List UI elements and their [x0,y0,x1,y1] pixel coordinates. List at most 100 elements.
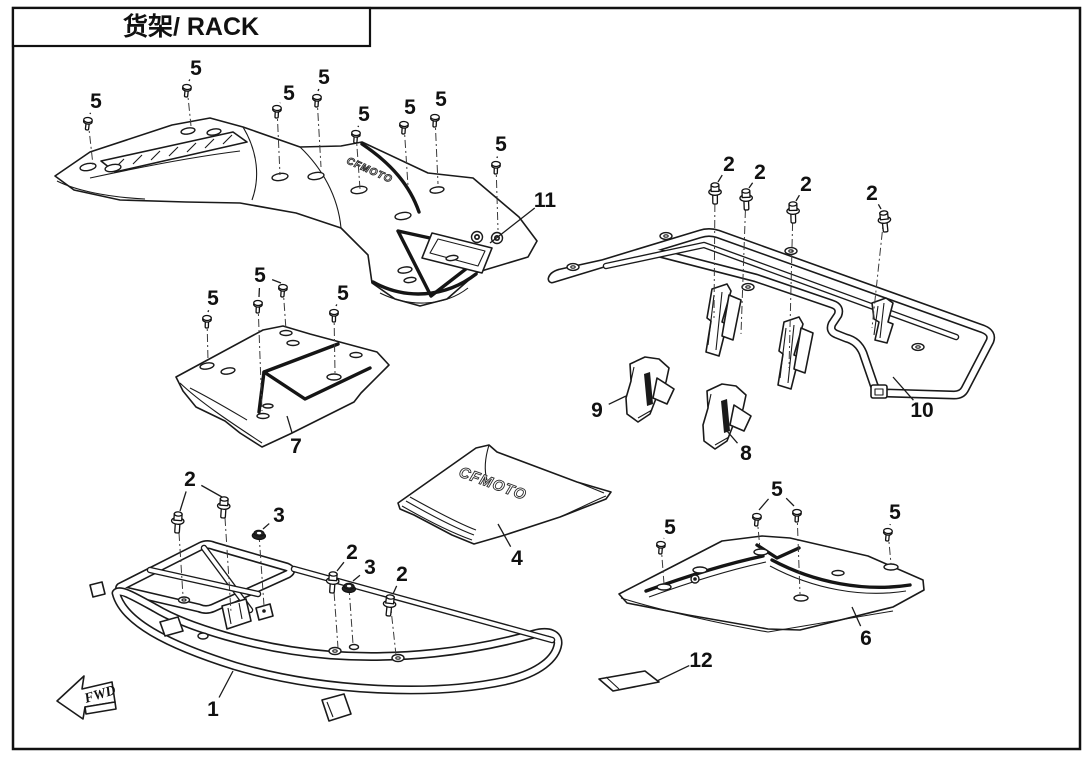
part-1-foot [321,693,352,722]
callout-number: 5 [664,516,676,539]
callout-number: 2 [866,182,878,205]
fastener-axis-dash-line [276,107,281,176]
callout-leader-line [335,304,338,307]
fastener-axis-dash-line [788,206,794,369]
fastener-axis-dash-line [355,132,361,190]
callout-leader-line [608,395,627,405]
callout-leader-line [201,484,223,498]
fastener-axis-dash-line [348,586,354,645]
title-box: 货架/ RACK [11,6,372,48]
fastener-axis-dash-line [403,123,409,187]
fastener-axis-dash-line [223,501,232,613]
part-1-mount-bracket [221,598,252,630]
callout-number: 5 [435,88,447,111]
fastener-axis-dash-line [316,96,322,168]
part-12-strip [598,670,660,692]
callout-leader-line [785,497,795,507]
nut-icon [341,582,357,594]
callout-number: 2 [346,541,358,564]
callout-number: 2 [754,161,766,184]
fastener-axis-dash-line [177,516,184,597]
callout-number: 1 [207,698,219,721]
fastener-axis-dash-line [871,215,885,329]
callout-leader-line [179,491,187,512]
callout-number: 8 [740,442,752,465]
callout-leader-line [89,112,92,115]
callout-number: 11 [534,189,557,212]
callout-number: 5 [283,82,295,105]
part-9-bracket [625,356,675,423]
callout-leader-line [795,194,800,202]
callout-leader-line [758,498,770,511]
fastener-axis-dash-line [796,511,801,595]
part-10-mount-tabs [566,231,925,352]
callout-number: 2 [723,153,735,176]
callout-leader-line [262,523,270,530]
fwd-direction-arrow: FWD [56,675,118,720]
part-11-top-rack-panel: CFMOTO [54,117,538,307]
callout-number: 5 [404,96,416,119]
fastener-axis-dash-line [495,163,499,231]
callout-leader-line [748,182,754,189]
callout-leader-line [352,574,361,582]
callout-number: 5 [318,66,330,89]
callout-number: 2 [800,173,812,196]
part-6-outline [618,535,925,631]
callout-leader-line [188,79,191,82]
part-11-outline [54,117,538,307]
callout-number: 5 [889,501,901,524]
callout-number: 4 [511,547,523,570]
callout-leader-line [656,665,690,682]
callout-number: 10 [910,399,933,422]
callout-leader-line [392,585,398,595]
callout-number: 5 [358,103,370,126]
callout-number: 5 [495,133,507,156]
fastener-axis-dash-line [434,116,439,185]
callout-number: 5 [337,282,349,305]
page-title: 货架/ RACK [123,12,259,41]
callout-leader-line [717,174,723,183]
callout-number: 5 [254,264,266,287]
callout-number: 5 [90,90,102,113]
fastener-axis-dash-line [257,302,263,412]
callout-leader-line [497,523,512,547]
callout-number: 9 [591,399,603,422]
callout-leader-line [271,279,282,284]
callout-number: 12 [689,649,712,672]
fasteners-layer [81,83,894,656]
callout-number: 5 [190,57,202,80]
callout-number: 5 [771,478,783,501]
part-4-logo-cover: CFMOTO [397,444,612,545]
callout-leader-line [207,310,210,313]
callout-leader-line [317,88,320,92]
callout-leader-line [726,430,738,444]
callout-number: 2 [396,563,408,586]
callout-leader-line [892,376,914,401]
part-7-small-rack-plate [175,325,390,448]
fwd-arrow-shape [56,675,116,720]
callout-number: 6 [860,627,872,650]
part-10-support-strap [705,283,742,357]
callout-leader-line [218,670,234,698]
callout-number: 3 [273,504,285,527]
callout-number: 7 [290,435,302,458]
fastener-axis-dash-line [740,193,747,335]
callout-leader-line [851,606,862,627]
part-10-small-bracket [871,297,894,344]
title-box-frame [11,6,372,48]
fastener-axis-dash-line [389,599,397,656]
callout-leader-line [357,125,360,128]
part-6-rear-rack-plate [618,535,925,633]
callout-leader-line [336,561,345,572]
callout-leader-line [489,207,536,244]
callout-number: 3 [364,556,376,579]
fastener-axis-dash-line [713,187,716,319]
callout-leader-line [877,204,882,210]
part-10-rear-tube-frame [547,228,996,400]
callout-leader-line [286,415,293,434]
nut-icon [251,529,267,541]
fastener-axis-dash-line [258,533,265,607]
